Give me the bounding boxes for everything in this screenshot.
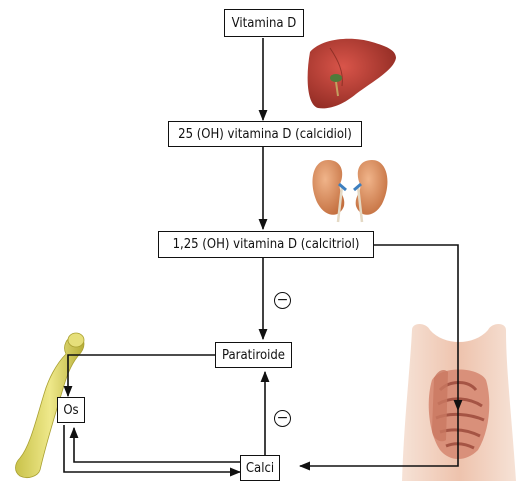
liver-illustration <box>308 39 396 109</box>
kidneys-illustration <box>313 160 388 222</box>
inhibition-sign-calcitriol: − <box>274 292 291 309</box>
arrow-parathyroid-to-bone <box>68 355 215 396</box>
arrow-calcium-to-bone <box>74 428 240 462</box>
intestine-torso-illustration <box>402 324 516 481</box>
node-bone: Os <box>57 397 85 423</box>
node-parathyroid: Paratiroide <box>215 342 292 368</box>
node-calcidiol: 25 (OH) vitamina D (calcidiol) <box>168 121 362 147</box>
node-calcium: Calci <box>240 455 280 481</box>
node-calcitriol: 1,25 (OH) vitamina D (calcitriol) <box>158 231 374 258</box>
node-vitamin-d: Vitamina D <box>224 9 304 37</box>
arrow-bone-to-calcium <box>64 425 240 472</box>
inhibition-sign-calcium: − <box>274 410 291 427</box>
